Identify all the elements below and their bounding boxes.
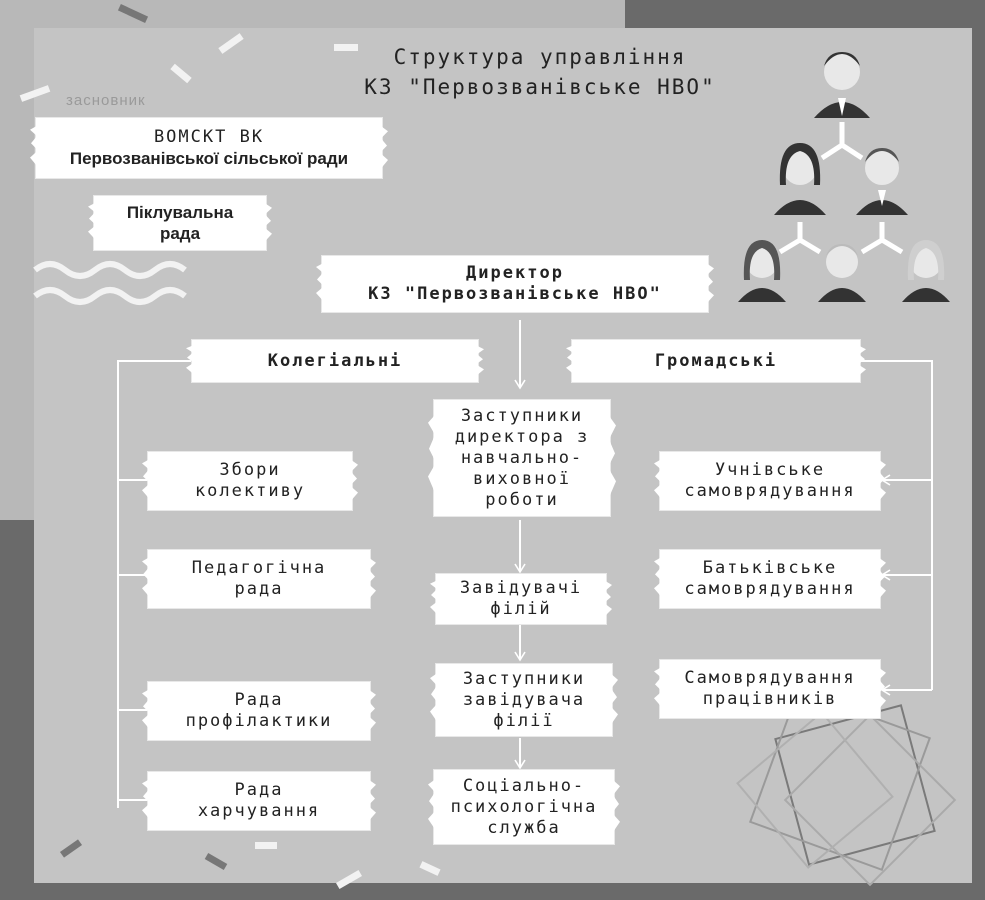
deputies-line: Заступники bbox=[460, 405, 584, 426]
trustees-box: Піклувальна рада bbox=[94, 196, 266, 250]
collegial-item-kharchuvannia: Рада харчування bbox=[148, 772, 370, 830]
public-item-batkivske: Батьківське самоврядування bbox=[660, 550, 880, 608]
frame-top-left bbox=[0, 0, 630, 28]
branch-deputies-box: Заступники завідувача філії bbox=[436, 664, 612, 736]
founder-label: засновник bbox=[66, 92, 146, 109]
founder-line-2: Первозванівської сільської ради bbox=[69, 149, 349, 168]
founder-line-1: ВОМСКТ ВК bbox=[153, 127, 265, 147]
deco-stroke bbox=[255, 842, 277, 849]
public-item-pratsivnyky: Самоврядування працівників bbox=[660, 660, 880, 718]
branch-heads-line: філій bbox=[490, 599, 552, 619]
right-bracket bbox=[860, 360, 933, 690]
item-line-1: Рада bbox=[234, 780, 284, 800]
item-line-1: Збори bbox=[219, 460, 281, 480]
branch-deputies-line: філії bbox=[493, 710, 555, 731]
deputies-line: виховної bbox=[473, 468, 571, 489]
title-line-1: Структура управління bbox=[393, 45, 687, 69]
diagram-title: Структура управління КЗ "Первозванівське… bbox=[340, 42, 740, 102]
item-line-2: колективу bbox=[194, 481, 306, 501]
trustees-line-1: Піклувальна bbox=[126, 203, 234, 222]
social-service-box: Соціально- психологічна служба bbox=[434, 770, 614, 844]
item-line-1: Учнівське bbox=[714, 460, 826, 480]
branch-deputies-line: завідувача bbox=[462, 689, 586, 710]
deco-stroke bbox=[334, 44, 358, 51]
deputies-line: навчально- bbox=[460, 447, 584, 468]
people-illustration bbox=[738, 52, 950, 302]
item-line-1: Педагогічна bbox=[191, 558, 327, 578]
item-line-2: профілактики bbox=[185, 711, 333, 731]
branch-deputies-line: Заступники bbox=[462, 668, 586, 689]
wave-decoration bbox=[33, 261, 187, 279]
wave-decoration bbox=[33, 287, 187, 305]
deputies-line: директора з bbox=[454, 426, 590, 447]
director-line-2: КЗ "Первозванівське НВО" bbox=[368, 284, 662, 304]
collegial-item-zbory: Збори колективу bbox=[148, 452, 352, 510]
item-line-2: самоврядування bbox=[684, 481, 856, 501]
public-item-uchnivske: Учнівське самоврядування bbox=[660, 452, 880, 510]
collegial-header: Колегіальні bbox=[192, 340, 478, 382]
collegial-item-pedrada: Педагогічна рада bbox=[148, 550, 370, 608]
director-box: Директор КЗ "Первозванівське НВО" bbox=[322, 256, 708, 312]
left-bracket bbox=[117, 360, 192, 808]
director-line-1: Директор bbox=[466, 263, 564, 283]
collegial-item-profilaktyka: Рада профілактики bbox=[148, 682, 370, 740]
item-line-1: Рада bbox=[234, 690, 284, 710]
deputies-box: Заступники директора з навчально- виховн… bbox=[434, 400, 610, 516]
social-service-line: служба bbox=[487, 817, 561, 838]
item-line-1: Батьківське bbox=[702, 558, 838, 578]
frame-bottom bbox=[0, 883, 985, 900]
squares-decoration bbox=[736, 688, 957, 887]
item-line-2: харчування bbox=[197, 801, 321, 821]
public-header-label: Громадські bbox=[654, 350, 778, 371]
social-service-line: Соціально- bbox=[462, 775, 586, 796]
item-line-2: самоврядування bbox=[684, 579, 856, 599]
social-service-line: психологічна bbox=[450, 796, 598, 817]
frame-right bbox=[972, 0, 985, 900]
branch-heads-line: Завідувачі bbox=[459, 578, 583, 598]
title-line-2: КЗ "Первозванівське НВО" bbox=[364, 75, 716, 99]
branch-heads-box: Завідувачі філій bbox=[436, 574, 606, 624]
collegial-header-label: Колегіальні bbox=[267, 350, 403, 371]
frame-left-top bbox=[0, 0, 34, 520]
founder-box: ВОМСКТ ВК Первозванівської сільської рад… bbox=[36, 118, 382, 178]
item-line-2: працівників bbox=[702, 689, 838, 709]
deputies-line: роботи bbox=[485, 489, 559, 510]
item-line-2: рада bbox=[234, 579, 284, 599]
frame-top-right bbox=[625, 0, 985, 28]
public-header: Громадські bbox=[572, 340, 860, 382]
trustees-line-2: рада bbox=[159, 224, 201, 243]
item-line-1: Самоврядування bbox=[684, 668, 856, 688]
frame-left-bottom bbox=[0, 520, 34, 900]
